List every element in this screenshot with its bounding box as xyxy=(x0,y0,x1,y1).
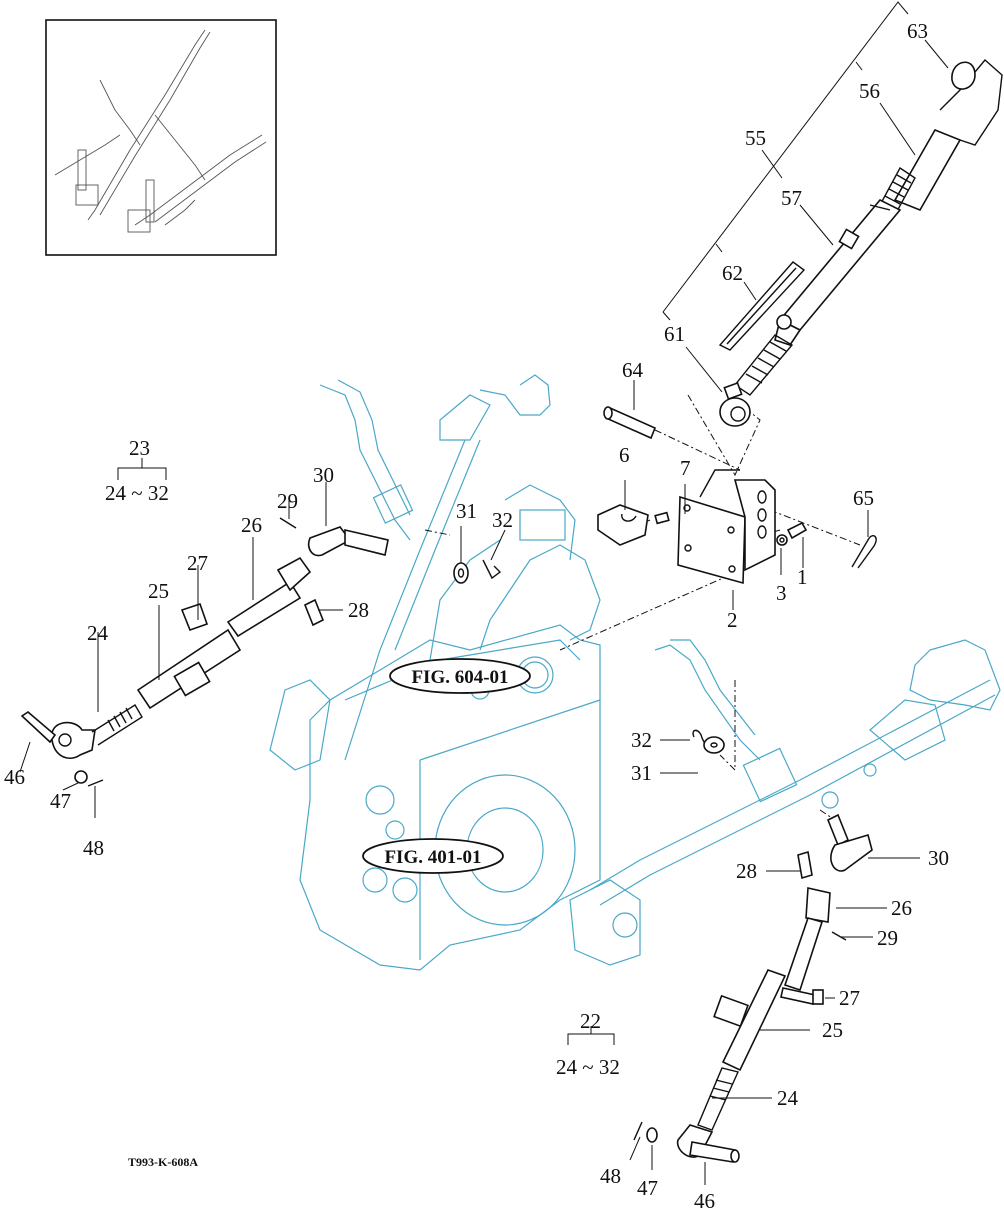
callout-47: 47 xyxy=(50,789,71,813)
callout-24: 24 xyxy=(87,621,109,645)
callout-61: 61 xyxy=(664,322,685,346)
figure-ref-401-label: FIG. 401-01 xyxy=(384,847,481,868)
callout-3: 3 xyxy=(776,581,787,605)
callout-28: 28 xyxy=(348,598,369,622)
group-range-right: 24 ~ 32 xyxy=(556,1055,620,1079)
callout-57: 57 xyxy=(781,186,802,210)
callout-31-right: 31 xyxy=(631,761,652,785)
callout-32: 32 xyxy=(492,508,513,532)
callout-46-right: 46 xyxy=(694,1189,715,1213)
callout-28-right: 28 xyxy=(736,859,757,883)
callout-26-right: 26 xyxy=(891,896,912,920)
callout-25: 25 xyxy=(148,579,169,603)
callout-30-right: 30 xyxy=(928,846,949,870)
callout-1: 1 xyxy=(797,565,808,589)
callout-63: 63 xyxy=(907,19,928,43)
callout-55: 55 xyxy=(745,126,766,150)
tractor-reference-outline xyxy=(269,374,1001,971)
callout-7: 7 xyxy=(680,456,691,480)
group-range-left: 24 ~ 32 xyxy=(105,481,169,505)
callout-65: 65 xyxy=(853,486,874,510)
callout-27-right: 27 xyxy=(839,986,860,1010)
callout-30: 30 xyxy=(313,463,334,487)
callout-32-right: 32 xyxy=(631,728,652,752)
callout-56: 56 xyxy=(859,79,880,103)
callout-26: 26 xyxy=(241,513,262,537)
leader-lines xyxy=(19,39,949,1185)
figure-ref-401[interactable]: FIG. 401-01 xyxy=(362,838,504,874)
drawing-code: T993-K-608A xyxy=(128,1155,198,1169)
callout-25-right: 25 xyxy=(822,1018,843,1042)
callout-46: 46 xyxy=(4,765,25,789)
figure-ref-604[interactable]: FIG. 604-01 xyxy=(389,658,531,694)
right-lift-rod xyxy=(633,729,873,1163)
left-lift-rod xyxy=(20,517,502,787)
callout-64: 64 xyxy=(622,358,644,382)
callout-48-right: 48 xyxy=(600,1164,621,1188)
callout-31: 31 xyxy=(456,499,477,523)
callout-62: 62 xyxy=(722,261,743,285)
overview-inset xyxy=(45,19,277,256)
callout-2: 2 xyxy=(727,608,738,632)
callout-24-right: 24 xyxy=(777,1086,799,1110)
top-link-assembly xyxy=(597,1,1003,585)
callout-29: 29 xyxy=(277,489,298,513)
group-label-22: 22 xyxy=(580,1009,601,1033)
figure-ref-604-label: FIG. 604-01 xyxy=(411,667,508,688)
callout-29-right: 29 xyxy=(877,926,898,950)
callout-27: 27 xyxy=(187,551,208,575)
group-label-23: 23 xyxy=(129,436,150,460)
callout-47-right: 47 xyxy=(637,1176,658,1200)
assembly-dash-lines xyxy=(424,394,861,821)
callout-48: 48 xyxy=(83,836,104,860)
callout-6: 6 xyxy=(619,443,630,467)
callout-labels: 63 56 55 57 62 61 64 6 7 2 3 1 65 23 24 … xyxy=(4,19,949,1213)
